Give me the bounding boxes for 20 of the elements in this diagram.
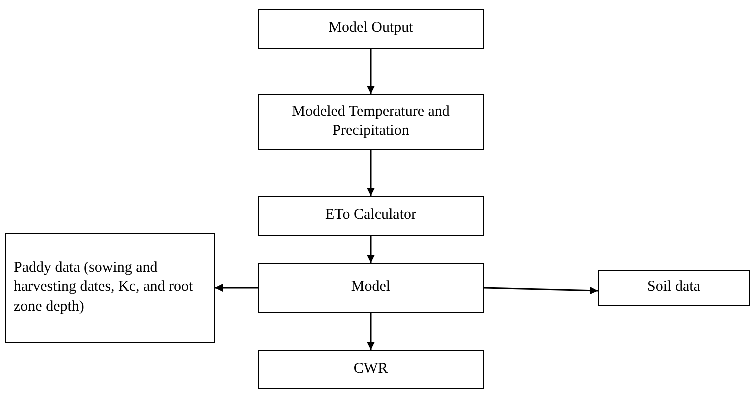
arrow xyxy=(367,49,375,94)
box-label: Paddy data (sowing and harvesting dates, Kc, and root zone depth) xyxy=(14,258,194,317)
arrow xyxy=(367,236,375,263)
box-label: Soil data xyxy=(648,278,700,298)
process-box xyxy=(598,270,750,306)
arrow xyxy=(215,284,258,292)
process-box xyxy=(258,94,484,150)
process-box xyxy=(258,9,484,49)
process-box xyxy=(5,233,215,343)
process-box xyxy=(258,350,484,389)
arrow xyxy=(367,150,375,196)
box-label: Modeled Temperature and Precipitation xyxy=(291,102,451,141)
arrow xyxy=(484,286,598,295)
process-box xyxy=(258,196,484,236)
box-label: Model Output xyxy=(328,19,414,38)
box-label: Model xyxy=(351,278,391,298)
process-box xyxy=(258,263,484,313)
box-label: ETo Calculator xyxy=(325,206,416,226)
arrow xyxy=(367,313,375,350)
box-label: CWR xyxy=(354,360,388,379)
